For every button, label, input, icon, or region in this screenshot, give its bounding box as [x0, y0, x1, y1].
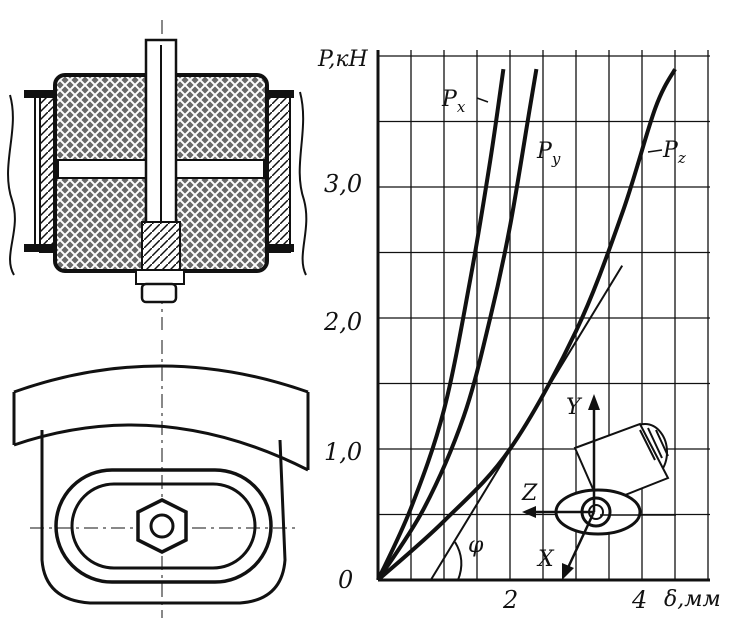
inset-cylinder-body: [573, 422, 670, 507]
series-leader-px: [476, 97, 489, 103]
y-tick-label-3: 3,0: [324, 170, 362, 198]
inset-x-axis: [564, 511, 596, 573]
series-label-pz: Pz: [662, 138, 686, 167]
series-layer: [376, 68, 677, 582]
right-plate: [267, 91, 291, 253]
coordinate-inset: Y Z X: [521, 394, 676, 580]
bolt-bottom-cap: [135, 269, 185, 285]
x-axis-title: δ,мм: [664, 587, 721, 612]
nut-hole: [149, 513, 175, 539]
series-curve-pz: [376, 68, 677, 582]
mount-top-view-drawing: [12, 340, 310, 618]
load-deflection-chart: P,кН δ,мм 0 1,0 2,0 3,0 2 4 Px Py Pz φ: [317, 47, 721, 614]
top-flange-right: [262, 90, 294, 98]
inset-cylinder-hatch: [639, 427, 669, 461]
inset-y-arrow: [588, 394, 600, 410]
y-tick-label-2: 2,0: [323, 308, 362, 336]
inset-x-arrow: [562, 563, 574, 580]
inset-z-arrow: [522, 506, 536, 518]
right-wall: [298, 91, 308, 276]
tangent-line: [429, 265, 624, 581]
bracket-outer-arc: [13, 364, 309, 394]
angle-label: φ: [468, 533, 484, 558]
inset-z-label: Z: [521, 481, 538, 506]
bottom-flange-left: [24, 244, 60, 252]
bolt-bottom-nut: [140, 282, 178, 304]
housing-outline: [40, 430, 287, 605]
series-leader-pz: [647, 149, 663, 153]
left-wall: [7, 94, 16, 276]
series-curve-py: [376, 68, 539, 582]
top-flange-left: [24, 90, 60, 98]
y-tick-label-0: 0: [338, 566, 353, 594]
y-axis-title: P,кН: [317, 47, 368, 72]
series-curve-px: [376, 68, 506, 581]
bolt-nut-insert: [141, 221, 181, 273]
x-tick-label-4: 4: [631, 586, 647, 614]
bottom-flange-right: [262, 244, 294, 252]
oval-inner: [70, 482, 257, 570]
y-tick-label-1: 1,0: [324, 438, 362, 466]
x-tick-label-2: 2: [502, 586, 518, 614]
chart-axes: [376, 50, 710, 582]
inset-y-label: Y: [566, 395, 583, 420]
bracket-inner-arc: [13, 423, 309, 472]
mount-section-drawing: [7, 20, 308, 330]
series-label-px: Px: [441, 87, 466, 116]
inset-x-label: X: [536, 547, 555, 572]
oval-outer: [54, 468, 273, 584]
angle-arc: [454, 541, 463, 581]
series-label-py: Py: [536, 139, 561, 168]
